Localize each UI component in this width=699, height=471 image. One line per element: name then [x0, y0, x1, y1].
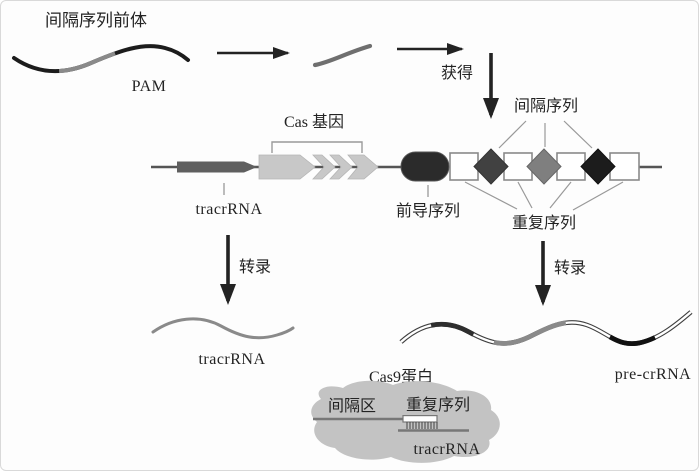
- protospacer-dna-line: [12, 44, 190, 74]
- tracrrna-transcript-wave: [151, 317, 295, 340]
- protospacer-gray-segment: [12, 44, 190, 74]
- tracrrna-transcript-label: tracrRNA: [198, 351, 265, 368]
- basepair-hatches: [406, 422, 438, 429]
- spacer-region-label: 间隔区: [328, 397, 376, 415]
- tracrrna-bottom-label: tracrRNA: [413, 441, 480, 458]
- acquire-label: 获得: [441, 64, 473, 82]
- cas-gene-arrow-3: [329, 154, 353, 180]
- spacer-top-label: 间隔序列: [514, 97, 578, 115]
- repeat-label: 重复序列: [512, 214, 576, 232]
- protospacer-wave: [12, 44, 190, 74]
- pre-crrna-label: pre-crRNA: [615, 366, 691, 383]
- crrna-repeat-box: [402, 415, 438, 423]
- leader-label: 前导序列: [396, 202, 460, 220]
- repeat-bottom-label: 重复序列: [406, 396, 470, 414]
- spacer-diamond-2: [526, 148, 562, 185]
- cas-gene-bracket: [271, 141, 363, 153]
- excised-spacer-fragment: [312, 43, 373, 68]
- protospacer-label: 间隔序列前体: [45, 11, 147, 30]
- leader-capsule: [400, 151, 450, 182]
- cas-gene-arrow-2: [312, 154, 336, 180]
- tracrrna-gene-arrow: [177, 161, 257, 173]
- pre-crrna-wave: [399, 310, 693, 347]
- spacer-diamond-3: [580, 148, 616, 185]
- cas-gene-arrows: [258, 154, 379, 180]
- pam-label: PAM: [132, 78, 167, 95]
- cas-gene-arrow-4: [347, 154, 379, 180]
- spacer-diamond-1: [473, 148, 509, 185]
- transcribe-label-right: 转录: [554, 259, 586, 277]
- pre-crrna-gray-segment: [399, 310, 693, 347]
- tracrrna-gene-label: tracrRNA: [195, 201, 262, 218]
- transcribe-label-left: 转录: [239, 258, 271, 276]
- cas-gene-arrow-1: [258, 154, 316, 180]
- spacer-annotation-lines: [498, 120, 593, 149]
- pre-crrna-dark-segment-2: [399, 310, 693, 347]
- pre-crrna-dark-segment-1: [399, 310, 693, 347]
- cas-gene-label: Cas 基因: [284, 113, 344, 131]
- repeat-annotation-lines: [464, 181, 624, 211]
